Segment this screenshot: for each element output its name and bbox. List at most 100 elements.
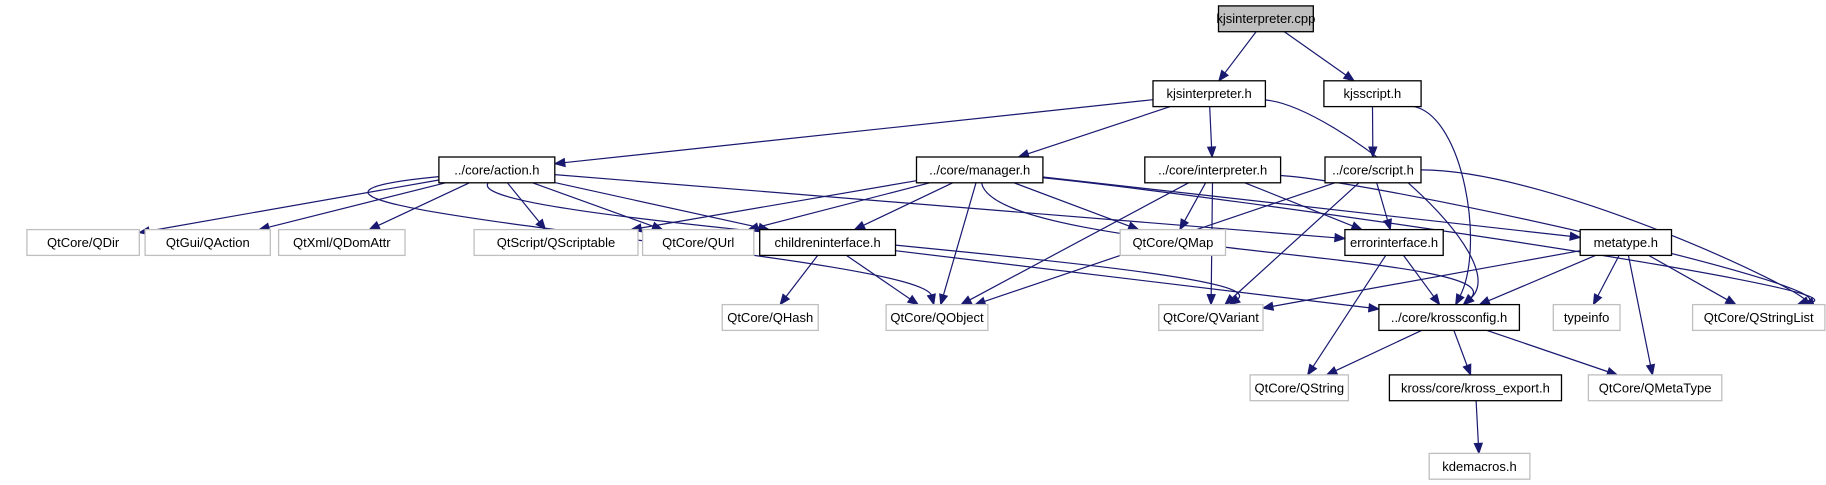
arrowhead-icon [853, 220, 867, 231]
edge-metatype-h-to-typeinfo [1596, 255, 1620, 297]
arrowhead-icon [553, 157, 566, 168]
arrowhead-icon [1218, 69, 1229, 82]
edge-errorinterface-h-to-qstring [1312, 255, 1387, 368]
node-label: QtCore/QStringList [1704, 310, 1814, 325]
node-box[interactable] [1144, 156, 1282, 184]
node-manager-h[interactable]: ../core/manager.h [915, 156, 1044, 184]
arrowhead-icon [368, 220, 381, 231]
node-box [277, 228, 406, 257]
arrowhead-icon [939, 293, 949, 306]
node-label: QtCore/QObject [890, 310, 984, 325]
node-metatype-h[interactable]: metatype.h [1579, 228, 1673, 257]
node-box [1119, 228, 1227, 257]
node-qurl: QtCore/QUrl [641, 228, 755, 257]
arrowhead-icon [1382, 218, 1392, 231]
arrowhead-icon [1206, 146, 1217, 159]
edge-childreninterface-h-to-qhash [785, 255, 819, 298]
arrowhead-icon [1478, 296, 1491, 306]
node-box [1587, 374, 1723, 402]
node-qaction: QtGui/QAction [144, 228, 271, 257]
edge-action-h-to-qdomattr [377, 182, 470, 227]
arrowhead-icon [1462, 294, 1475, 306]
node-krossconfig-h[interactable]: ../core/krossconfig.h [1378, 303, 1521, 332]
node-interpreter-h[interactable]: ../core/interpreter.h [1144, 156, 1282, 184]
node-label: kjsscript.h [1344, 86, 1402, 101]
node-qobject: QtCore/QObject [885, 303, 989, 332]
node-box [26, 228, 140, 257]
node-script-h[interactable]: ../core/script.h [1324, 156, 1422, 184]
edge-kjsinterpreter-cpp-to-kjsinterpreter-h [1223, 31, 1257, 75]
arrowhead-icon [1261, 301, 1275, 311]
node-label: QtCore/QVariant [1163, 310, 1259, 325]
node-action-h[interactable]: ../core/action.h [438, 156, 556, 184]
node-box [1552, 303, 1621, 332]
arrowhead-icon [1224, 294, 1236, 306]
node-box [144, 228, 271, 257]
edge-interpreter-h-to-qobject [968, 182, 1189, 301]
edge-kjsscript-h-to-krossconfig-h [1414, 106, 1472, 297]
node-box[interactable] [759, 228, 897, 257]
edge-manager-h-to-krossconfig-h [981, 182, 1474, 300]
edge-script-h-to-errorinterface-h [1376, 182, 1389, 222]
node-box[interactable] [1152, 80, 1267, 108]
node-label: QtCore/QMetaType [1599, 380, 1712, 395]
edge-interpreter-h-to-qmap [1183, 182, 1207, 222]
node-label: kross/core/kross_export.h [1401, 380, 1550, 395]
arrowhead-icon [1334, 232, 1347, 243]
edge-action-h-to-qurl [532, 182, 655, 228]
node-box[interactable] [1323, 80, 1422, 108]
node-label: ../core/script.h [1332, 162, 1414, 177]
edge-action-h-to-childreninterface-h [554, 182, 761, 229]
arrowhead-icon [1127, 221, 1140, 231]
arrowhead-icon [1645, 363, 1656, 377]
arrowhead-icon [1342, 70, 1356, 82]
node-box[interactable] [915, 156, 1044, 184]
arrowhead-icon [779, 293, 791, 306]
node-label: ../core/manager.h [929, 162, 1030, 177]
edge-kross-export-h-to-kdemacros-h [1475, 400, 1479, 445]
arrowhead-icon [1325, 366, 1339, 376]
arrowhead-icon [1473, 442, 1484, 455]
node-kjsinterpreter-h[interactable]: kjsinterpreter.h [1152, 80, 1267, 108]
node-box[interactable] [1388, 374, 1563, 402]
edge-krossconfig-h-to-kross-export-h [1453, 330, 1468, 367]
node-qvariant: QtCore/QVariant [1158, 303, 1264, 332]
node-label: metatype.h [1594, 235, 1658, 250]
node-box [641, 228, 755, 257]
node-errorinterface-h[interactable]: errorinterface.h [1344, 228, 1444, 257]
arrowhead-icon [1206, 293, 1216, 306]
arrowhead-icon [1350, 221, 1364, 231]
node-kjsinterpreter-cpp[interactable]: kjsinterpreter.cpp [1216, 5, 1315, 33]
node-box[interactable] [438, 156, 556, 184]
edge-action-h-to-qaction [267, 182, 446, 228]
node-qstringlist: QtCore/QStringList [1691, 303, 1826, 332]
nodes-layer: kjsinterpreter.cpp kjsinterpreter.h kjsscr… [26, 5, 1826, 480]
edge-metatype-h-to-qstringlist [1648, 254, 1729, 301]
node-label: QtCore/QMap [1132, 235, 1213, 250]
node-box[interactable] [1579, 228, 1673, 257]
node-label: QtCore/QString [1255, 380, 1345, 395]
edge-manager-h-to-childreninterface-h [862, 182, 953, 227]
edge-action-h-to-errorinterface-h [554, 174, 1336, 239]
node-box[interactable] [1378, 303, 1521, 332]
edge-kjsinterpreter-h-to-interpreter-h [1209, 106, 1213, 149]
edge-action-h-to-qdir [148, 179, 440, 232]
node-kdemacros-h: kdemacros.h [1428, 452, 1531, 480]
node-kjsscript-h[interactable]: kjsscript.h [1323, 80, 1422, 108]
node-label: ../core/interpreter.h [1158, 162, 1267, 177]
edge-kjsinterpreter-h-to-action-h [563, 99, 1154, 164]
node-box[interactable] [1324, 156, 1422, 184]
arrowhead-icon [1569, 231, 1582, 241]
arrowhead-icon [1592, 293, 1603, 306]
arrowhead-icon [1724, 295, 1738, 306]
node-kross-export-h[interactable]: kross/core/kross_export.h [1388, 374, 1563, 402]
node-box [885, 303, 989, 332]
node-childreninterface-h[interactable]: childreninterface.h [759, 228, 897, 257]
node-box [1691, 303, 1826, 332]
node-label: kjsinterpreter.cpp [1216, 11, 1315, 26]
arrowhead-icon [1462, 363, 1472, 377]
node-label: QtXml/QDomAttr [293, 235, 391, 250]
node-qdir: QtCore/QDir [26, 228, 140, 257]
node-box[interactable] [1217, 5, 1314, 33]
node-box[interactable] [1344, 228, 1444, 257]
